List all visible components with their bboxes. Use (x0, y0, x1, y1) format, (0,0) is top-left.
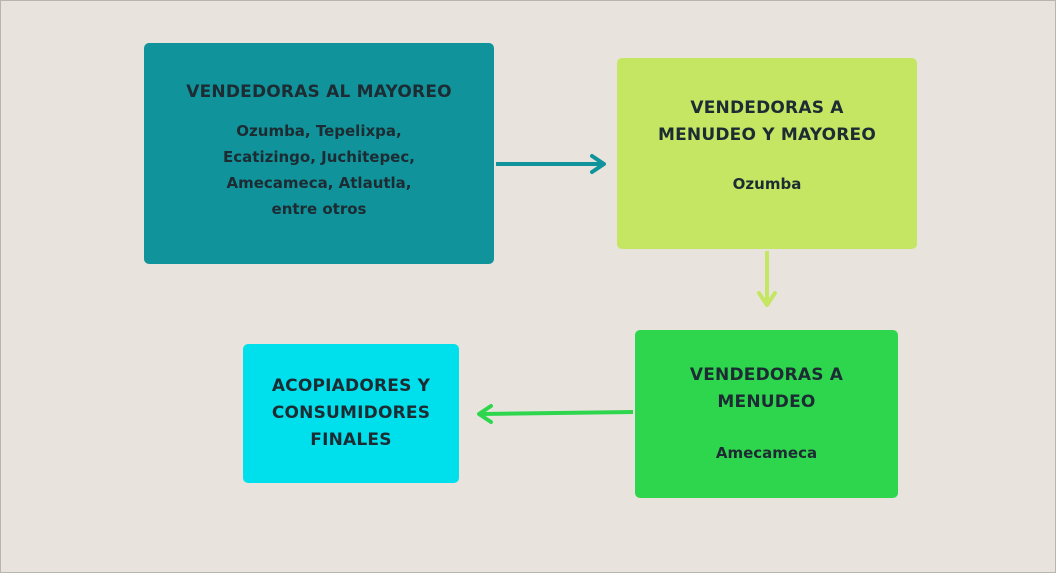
arrow-menudeo-to-acopiadores (477, 404, 634, 424)
node-vendedoras-al-mayoreo: VENDEDORAS AL MAYOREO Ozumba, Tepelixpa,… (144, 43, 494, 264)
node-acopiadores-y-consumidores-finales: ACOPIADORES Y CONSUMIDORES FINALES (243, 344, 459, 483)
arrow-menudeo-mayoreo-to-menudeo (757, 251, 777, 307)
node-title-line: MENUDEO Y MAYOREO (657, 124, 877, 145)
node-title: VENDEDORAS AL MAYOREO (186, 82, 452, 102)
node-body: Ozumba (732, 174, 802, 193)
node-title-line: CONSUMIDORES (271, 403, 431, 423)
node-body-line: Ecatizingo, Juchitepec, (223, 148, 415, 166)
node-body: Amecameca (715, 444, 818, 462)
arrow-mayoreo-to-menudeo-mayoreo (496, 154, 606, 174)
node-body-line: Ozumba, Tepelixpa, (236, 122, 402, 140)
node-vendedoras-a-menudeo: VENDEDORAS A MENUDEO Amecameca (635, 330, 898, 498)
node-title-line: FINALES (310, 430, 392, 450)
node-title-line: VENDEDORAS A (690, 97, 844, 118)
node-title: ACOPIADORES Y CONSUMIDORES FINALES (272, 373, 430, 454)
node-title-line: MENUDEO (717, 392, 816, 412)
arrow-head (590, 154, 606, 174)
arrow-head (757, 291, 777, 307)
arrow-line (480, 410, 634, 416)
node-title-line: ACOPIADORES Y (271, 376, 431, 396)
node-title: VENDEDORAS A MENUDEO Y MAYOREO (658, 95, 876, 149)
node-vendedoras-menudeo-y-mayoreo: VENDEDORAS A MENUDEO Y MAYOREO Ozumba (617, 58, 917, 249)
node-title-line: VENDEDORAS A (689, 365, 844, 385)
node-body: Ozumba, Tepelixpa, Ecatizingo, Juchitepe… (223, 118, 415, 222)
node-title: VENDEDORAS A MENUDEO (690, 362, 843, 416)
arrow-head (477, 404, 493, 424)
node-body-line: Amecameca, Atlautla, (226, 174, 412, 192)
node-body-line: entre otros (271, 200, 367, 218)
